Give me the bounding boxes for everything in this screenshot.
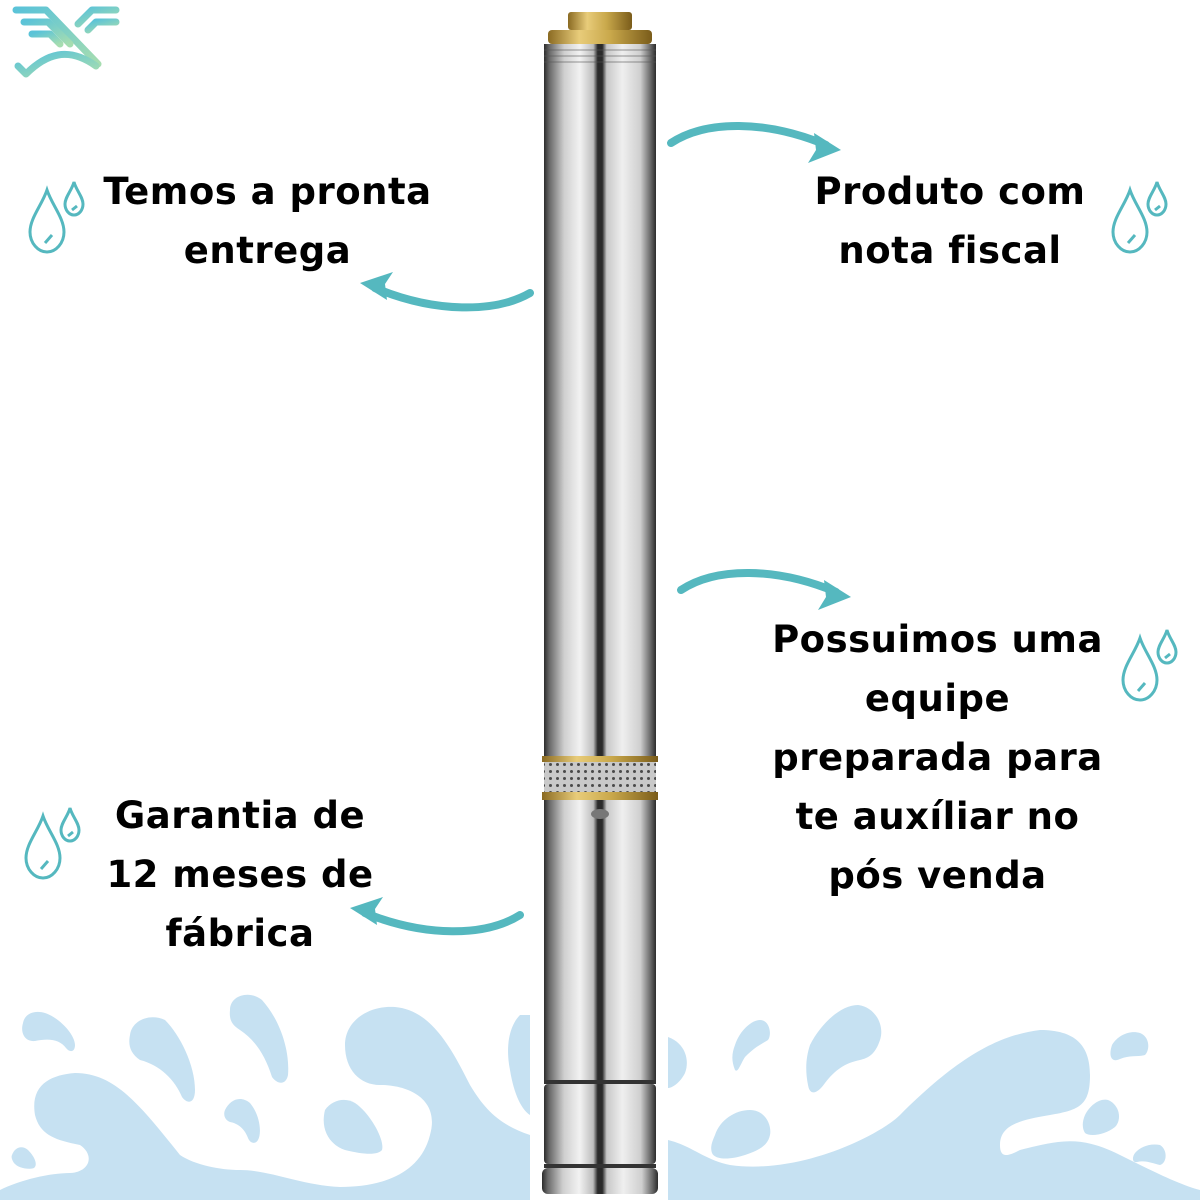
callout-nota-fiscal: Produto com nota fiscal	[814, 170, 1086, 272]
pump-strainer	[544, 762, 656, 792]
brass-outlet	[568, 12, 632, 30]
callout-pronta-entrega: Temos a pronta entrega	[103, 170, 432, 272]
water-drops-icon	[18, 806, 88, 881]
wing-swoosh-logo-icon	[12, 6, 120, 78]
curved-arrow-right-icon	[676, 562, 856, 612]
curved-arrow-left-icon	[345, 895, 525, 945]
callout-garantia: Garantia de 12 meses de fábrica	[106, 794, 374, 955]
curved-arrow-right-icon	[666, 115, 846, 165]
water-splash-decoration	[0, 985, 1200, 1200]
water-splash-icon	[0, 994, 1200, 1200]
water-drops-icon	[22, 180, 92, 255]
water-drops-icon	[1105, 180, 1175, 255]
callout-equipe: Possuimos uma equipe preparada para te a…	[772, 618, 1103, 897]
submersible-pump	[540, 12, 660, 1200]
brand-logo	[8, 4, 123, 79]
pump-image	[542, 12, 658, 1194]
curved-arrow-left-icon	[355, 268, 535, 318]
water-drops-icon	[1115, 628, 1185, 703]
